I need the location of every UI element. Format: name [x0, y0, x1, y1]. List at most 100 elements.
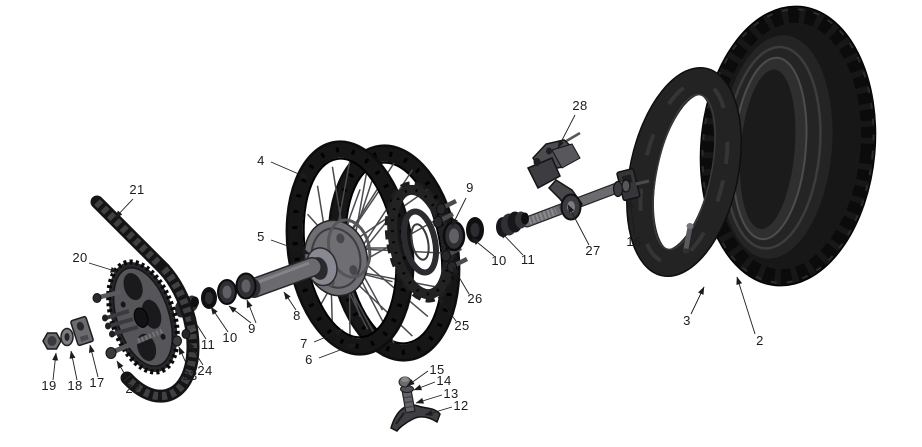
valve-cap [682, 248, 690, 254]
spacer-end [191, 296, 199, 308]
part-label-17: 17 [89, 375, 104, 390]
axle-threads [527, 207, 558, 225]
inner-tube-outer-edge [626, 66, 742, 278]
caliper-bolt-head-2 [546, 147, 552, 155]
leader-line-21 [114, 198, 134, 219]
tensioner-bolt-thread [405, 405, 415, 409]
disc-carrier [400, 208, 440, 276]
tire-knobs-icon [699, 7, 877, 285]
sprocket-bore [133, 307, 149, 328]
hub-lug [336, 233, 345, 244]
axle-bolt-head [105, 347, 117, 359]
stud-head [109, 330, 115, 338]
leader-line-13 [415, 394, 443, 404]
part-label-28: 28 [572, 98, 587, 113]
leader-line-16 [628, 199, 636, 237]
leader-line-9 [246, 299, 257, 324]
leader-line-14 [413, 381, 436, 391]
leader-line-11 [499, 230, 524, 256]
leader-line-18 [69, 350, 78, 381]
leader-line-2 [736, 276, 756, 335]
caliper-pad-block [551, 143, 581, 169]
sprocket-bolt-hole [160, 333, 166, 340]
part-label-19: 19 [41, 378, 56, 393]
axle-end-nut [621, 179, 631, 193]
disc-bolt-head [433, 216, 443, 228]
part-label-24: 24 [197, 363, 212, 378]
leader-line-27 [567, 204, 590, 246]
valve-stem [683, 226, 693, 250]
wheel-bearing-left-bore [222, 285, 232, 299]
part-label-9: 9 [248, 321, 256, 336]
part-label-23: 23 [182, 368, 197, 383]
adjuster-block-left-slot [79, 334, 89, 342]
left-fasteners [42, 315, 197, 359]
wheel-bearing-left-2-bore [241, 279, 251, 293]
leader-line-20 [88, 262, 119, 273]
part-label-16: 16 [626, 234, 641, 249]
leader-line-12 [424, 406, 453, 416]
leader-line-15 [406, 370, 429, 387]
part-label-3: 3 [683, 313, 691, 328]
adjuster-bolt-head [181, 329, 191, 339]
adjuster-bolt-right [635, 179, 650, 186]
leader-line-23 [178, 346, 190, 371]
tensioner-bolt-thread [404, 400, 414, 404]
leader-line-4 [270, 161, 309, 179]
leader-line-5 [270, 239, 311, 255]
leader-line-24 [187, 341, 204, 366]
stud [105, 309, 130, 320]
axle-nut-bore [47, 336, 57, 346]
leader-line-25 [437, 296, 457, 322]
inner-tube [626, 66, 742, 278]
sleeve-body [245, 258, 321, 297]
stud-head [105, 322, 111, 330]
part-label-8: 8 [293, 308, 301, 323]
leader-line-19 [52, 352, 59, 381]
leader-line-9 [228, 305, 252, 324]
part-label-5: 5 [257, 229, 265, 244]
inner-tube-sheen [638, 79, 730, 265]
adjuster-nut [172, 335, 182, 347]
disc-center-bore [410, 223, 430, 261]
chain-wrap-links [124, 266, 198, 401]
leader-line-10 [471, 237, 495, 257]
disc-bolt-head [441, 250, 451, 262]
part-label-27: 27 [585, 243, 600, 258]
chain-adjuster-block-left [70, 315, 94, 347]
stud-head [102, 314, 108, 322]
axle-bolt-threads [137, 328, 163, 344]
part-label-11: 11 [521, 252, 535, 267]
axle-end-washer [612, 180, 624, 198]
hub-seal-right-bore [470, 223, 480, 237]
leader-line-11 [189, 313, 207, 340]
tensioner-bolt-thread [403, 395, 413, 399]
sprocket-studs [92, 289, 139, 338]
leader-line-9 [451, 197, 467, 227]
part-label-15: 15 [429, 362, 444, 377]
part-label-11: 11 [201, 337, 215, 352]
leader-line-10 [210, 306, 229, 333]
part-label-26: 26 [467, 291, 482, 306]
spacer-end [521, 212, 529, 225]
part-label-10: 10 [222, 330, 237, 345]
hub-seal-left-bore [205, 292, 213, 304]
part-label-14: 14 [436, 373, 451, 388]
part-label-6: 6 [305, 352, 313, 367]
part-label-13: 13 [443, 386, 458, 401]
part-label-18: 18 [67, 378, 82, 393]
sleeve-highlight [255, 261, 310, 285]
part-label-9: 9 [466, 180, 474, 195]
inner-tube-inner-edge [652, 93, 716, 251]
part-label-2: 2 [756, 333, 764, 348]
tire-knob-edges [701, 8, 875, 284]
valve-base [686, 223, 694, 229]
leader-line-26 [452, 266, 470, 295]
part-label-7: 7 [300, 336, 308, 351]
disc-bolt-shaft [439, 211, 455, 223]
upper-bolt-shaft [99, 289, 122, 300]
hub-lug [349, 265, 358, 276]
